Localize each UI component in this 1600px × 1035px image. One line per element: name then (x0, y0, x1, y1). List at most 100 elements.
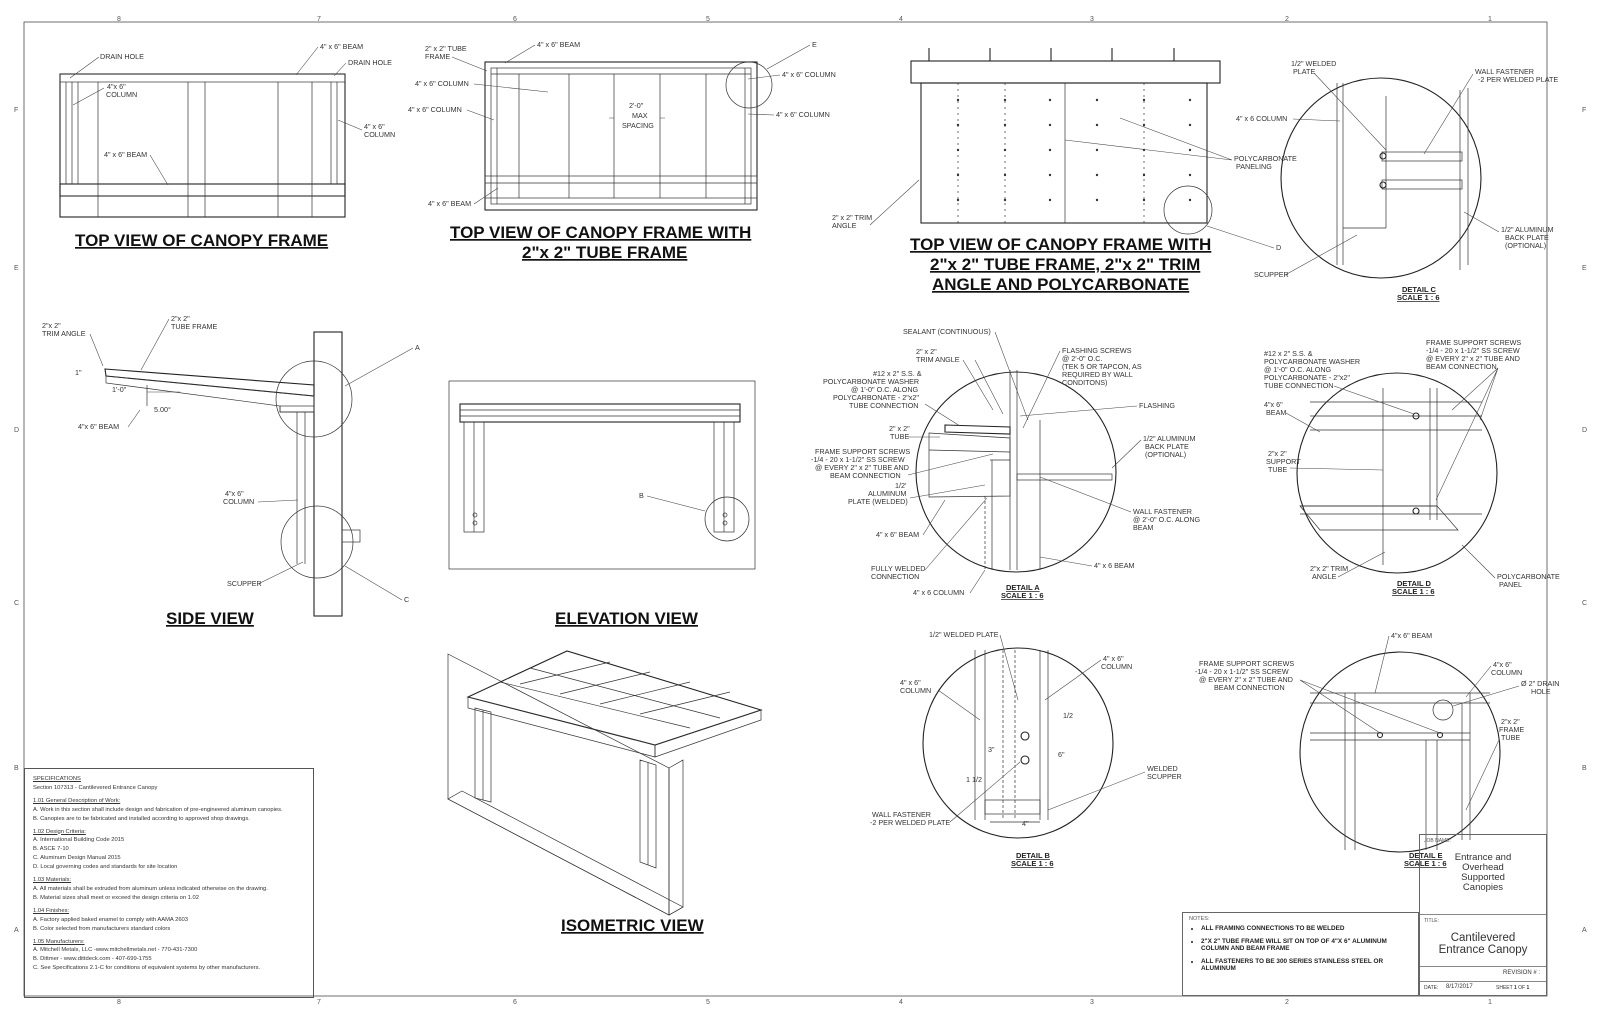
note-item: 2"x 2" TUBE FRAME WILL SIT ON TOP OF 4"x… (1201, 938, 1412, 952)
de-beam-label: 4"x 6" BEAM (1391, 631, 1432, 640)
tt-beam-bottom-label: 4" x 6" BEAM (428, 199, 471, 208)
zone-bottom-4: 4 (899, 999, 903, 1006)
ev-callout-b: B (639, 491, 644, 500)
da-fs-label-4: BEAM CONNECTION (830, 471, 901, 480)
tv-drain-hole-label: DRAIN HOLE (100, 52, 144, 61)
spec-104-a: A. Factory applied baked enamel to compl… (33, 916, 188, 923)
de-tube-label-1: 2"x 2" (1501, 717, 1520, 726)
spec-101-b: B. Canopies are to be fabricated and ins… (33, 815, 250, 822)
de-tube-label-2: FRAME (1499, 725, 1524, 734)
da-back-label-2: BACK PLATE (1145, 442, 1189, 451)
db-half-dim: 1/2 (1063, 711, 1073, 720)
sv-tube-label-1: 2"x 2" (171, 314, 190, 323)
iso-column-left (474, 707, 492, 803)
spec-102-d: D. Local governing codes and standards f… (33, 864, 178, 871)
title-caption: TITLE: (1424, 918, 1440, 924)
note-item: ALL FASTENERS TO BE 300 SERIES STAINLESS… (1201, 958, 1412, 972)
pv-trim-label-2: ANGLE (832, 221, 857, 230)
poly-view-panel-area (920, 82, 1208, 224)
dd-screw-label-4: POLYCARBONATE - 2"x2" (1264, 373, 1350, 382)
zone-side-b-right: B (1582, 765, 1587, 772)
da-plate-label-2: ALUMINUM (868, 489, 906, 498)
detail-a: SEALANT (CONTINUOUS) 2" x 2" TRIM ANGLE … (811, 327, 1201, 600)
zone-bottom-6: 6 (513, 999, 517, 1006)
zone-side-f: F (14, 107, 18, 114)
detail-d: #12 x 2" S.S. & POLYCARBONATE WASHER @ 1… (1264, 338, 1560, 596)
tv-column-right-label-1: 4" x 6" (364, 122, 385, 131)
da-plate-label-1: 1/2' (895, 481, 907, 490)
tt-column-label-b: 4" x 6" COLUMN (408, 105, 462, 114)
spec-heading: SPECIFICATIONS (33, 776, 81, 782)
de-fs-label-3: @ EVERY 2" x 2" TUBE AND (1199, 675, 1293, 684)
dd-fs-label-2: -1/4 - 20 x 1-1/2" SS SCREW (1426, 346, 1520, 355)
spec-104-b: B. Color selected from manufacturers sta… (33, 925, 171, 932)
job-name-line-1: Entrance and (1454, 852, 1512, 863)
da-tube-label-2: TUBE (890, 432, 909, 441)
top-view-front-beam (59, 183, 346, 197)
da-welded-label-1: FULLY WELDED (871, 564, 925, 573)
de-drain-label-2: HOLE (1531, 687, 1551, 696)
dc-scupper-label: SCUPPER (1254, 270, 1289, 279)
db-wall-fastener-label-1: WALL FASTENER (872, 810, 931, 819)
title-top-view: TOP VIEW OF CANOPY FRAME (75, 231, 328, 250)
da-flash-screw-label-4: REQUIRED BY WALL (1062, 370, 1133, 379)
detail-e-circle (1299, 651, 1501, 853)
zone-top-8: 8 (117, 16, 121, 23)
dd-screw-label-2: POLYCARBONATE WASHER (1264, 357, 1360, 366)
top-view-rear-beam (59, 73, 346, 83)
dd-beam-label-2: BEAM (1266, 408, 1286, 417)
zone-top-2: 2 (1285, 16, 1289, 23)
de-column-label-2: COLUMN (1491, 668, 1522, 677)
spec-102-a: A. International Building Code 2015 (33, 837, 125, 844)
dd-fs-label-1: FRAME SUPPORT SCREWS (1426, 338, 1521, 347)
sv-angle-label: 5.00° (154, 405, 171, 414)
iso-wall-face (447, 653, 670, 916)
de-fs-label-1: FRAME SUPPORT SCREWS (1199, 659, 1294, 668)
sv-beam-label: 4"x 6" BEAM (78, 422, 119, 431)
zone-side-e-right: E (1582, 265, 1587, 272)
sheet-border (23, 21, 1548, 997)
title-block: JOB NAME: Entrance and Overhead Supporte… (1419, 834, 1547, 996)
sv-column-label-1: 4"x 6" (225, 489, 244, 498)
notes-block: NOTES: ALL FRAMING CONNECTIONS TO BE WEL… (1182, 912, 1419, 996)
da-flash-screw-label-1: FLASHING SCREWS (1062, 346, 1132, 355)
tt-beam-label: 4" x 6" BEAM (537, 40, 580, 49)
detail-c: 1/2" WELDED PLATE WALL FASTENER -2 PER W… (1236, 59, 1558, 302)
title-cell: TITLE: Cantilevered Entrance Canopy (1420, 915, 1546, 967)
pv-poly-label-2: PANELING (1236, 162, 1272, 171)
zone-top-5: 5 (706, 16, 710, 23)
pv-poly-label-1: POLYCARBONATE (1234, 154, 1297, 163)
dc-column-label: 4" x 6 COLUMN (1236, 114, 1287, 123)
dc-plate-label-1: 1/2" WELDED (1291, 59, 1336, 68)
da-flash-screw-label-2: @ 2'-0" O.C. (1062, 354, 1102, 363)
da-title: DETAIL A (1006, 583, 1040, 592)
date-value: 8/17/2017 (1446, 984, 1473, 990)
zone-markers-side: F E D C B A F E D C B A (14, 107, 1587, 934)
poly-view-fastener-dots (956, 98, 1192, 202)
iso-roof (466, 650, 763, 746)
title-side-view: SIDE VIEW (166, 609, 255, 628)
spec-103-a: A. All materials shall be extruded from … (33, 885, 268, 892)
da-screw-label-5: TUBE CONNECTION (849, 401, 918, 410)
da-fs-label-3: @ EVERY 2" x 2" TUBE AND (815, 463, 909, 472)
dc-back-plate-label-2: BACK PLATE (1505, 233, 1549, 242)
dc-fastener-label-1: WALL FASTENER (1475, 67, 1534, 76)
zone-side-d-right: D (1582, 427, 1587, 434)
de-fs-label-2: -1/4 - 20 x 1-1/2" SS SCREW (1195, 667, 1289, 676)
pv-d-marker: D (1276, 243, 1281, 252)
sv-wall (313, 331, 343, 617)
db-six-dim: 6" (1058, 750, 1065, 759)
specifications-block: SPECIFICATIONS Section 107313 - Cantilev… (24, 768, 314, 998)
db-scale: SCALE 1 : 6 (1011, 859, 1054, 868)
dd-trim-label-1: 2"x 2" TRIM (1310, 564, 1348, 573)
spec-105-c: C. See Specifications 2.1-C for conditio… (33, 965, 261, 972)
dd-tube-label-2: SUPPORT (1266, 457, 1301, 466)
spec-105-a: A. Mitchell Metals, LLC -www.mitchellmet… (33, 947, 198, 954)
title-poly-view-line-3: ANGLE AND POLYCARBONATE (932, 275, 1189, 294)
sv-tube-label-2: TUBE FRAME (171, 322, 218, 331)
tube-view-outline (484, 61, 758, 211)
da-flash-screw-label-5: CONDITONS) (1062, 378, 1107, 387)
dc-title: DETAIL C (1402, 285, 1436, 294)
spec-105-b: B. Dittmer - www.dittdeck.com - 407-699-… (33, 956, 152, 963)
